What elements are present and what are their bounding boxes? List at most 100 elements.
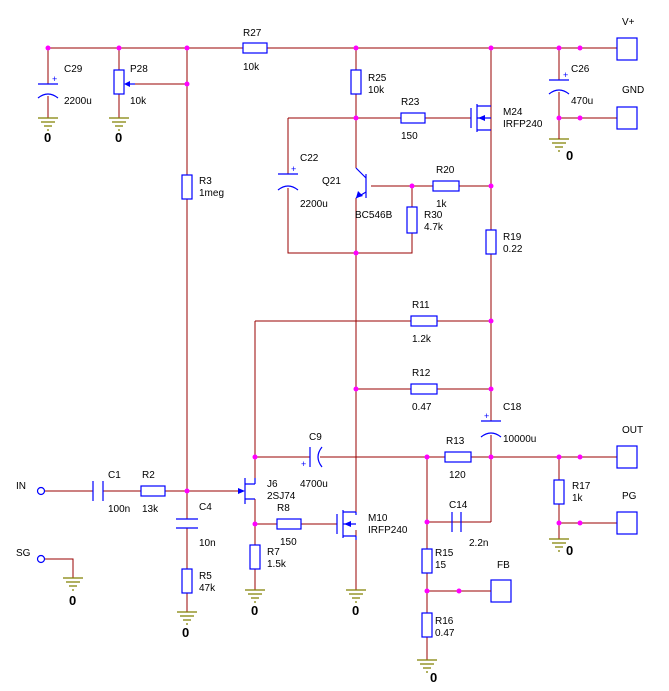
label-m24-value: IRFP240 [503, 119, 543, 130]
ground-labels: 0 0 0 0 0 0 0 0 0 [44, 130, 573, 685]
port-vplus-box [616, 37, 638, 61]
label-m10-ref: M10 [368, 513, 388, 524]
mosfet-m10 [336, 510, 357, 540]
label-r27-ref: R27 [243, 28, 262, 39]
svg-text:0: 0 [251, 603, 258, 618]
c26-polarity: + [563, 70, 568, 80]
port-fb-box [490, 579, 512, 603]
resistors [140, 42, 565, 638]
resistor-r16 [421, 612, 433, 638]
resistor-r17 [553, 479, 565, 505]
label-r5-ref: R5 [199, 571, 212, 582]
label-r25-value: 10k [368, 85, 385, 96]
resistor-r27 [242, 42, 268, 54]
resistor-r25 [350, 69, 362, 95]
label-r19-ref: R19 [503, 232, 522, 243]
component-labels: R27 10k C29 2200u P28 10k R3 1meg R25 10… [64, 28, 593, 639]
ground-symbol [63, 577, 83, 591]
label-r13-ref: R13 [446, 436, 465, 447]
label-c26-ref: C26 [571, 64, 590, 75]
resistor-r7 [249, 544, 261, 570]
port-gnd-box [616, 106, 638, 130]
label-r20-ref: R20 [436, 165, 455, 176]
resistor-r23 [400, 112, 426, 124]
label-c18-value: 10000u [503, 434, 536, 445]
jfet-j6 [238, 478, 256, 504]
ground-symbol [177, 611, 197, 625]
ground-symbol [38, 117, 58, 131]
label-r8-value: 150 [280, 537, 297, 548]
label-c29-ref: C29 [64, 64, 83, 75]
resistor-r20 [432, 180, 460, 192]
label-c14-value: 2.2n [469, 538, 488, 549]
label-c4-ref: C4 [199, 502, 212, 513]
label-r12-value: 0.47 [412, 402, 432, 413]
label-r16-value: 0.47 [435, 628, 455, 639]
port-pg-box [616, 511, 638, 535]
capacitor-c4 [176, 518, 198, 529]
capacitor-c18 [480, 420, 502, 438]
label-c9-value: 4700u [300, 479, 328, 490]
label-c1-ref: C1 [108, 470, 121, 481]
c29-polarity: + [52, 74, 57, 84]
svg-text:0: 0 [115, 130, 122, 145]
c18-polarity: + [484, 411, 489, 421]
capacitor-c1 [92, 481, 104, 501]
ground-symbol [245, 589, 265, 603]
label-r11-ref: R11 [412, 300, 430, 311]
label-j6-value: 2SJ74 [267, 491, 296, 502]
ports: V+ GND OUT PG FB IN SG [16, 17, 644, 603]
svg-text:0: 0 [182, 625, 189, 640]
resistor-r3 [181, 174, 193, 200]
label-r19-value: 0.22 [503, 244, 523, 255]
resistor-r15 [421, 548, 433, 574]
label-r27-value: 10k [243, 62, 260, 73]
junction-nodes [45, 45, 583, 594]
label-c9-ref: C9 [309, 432, 322, 443]
label-r3-value: 1meg [199, 188, 224, 199]
svg-text:0: 0 [44, 130, 51, 145]
label-p28-ref: P28 [130, 64, 148, 75]
port-pg-label: PG [622, 491, 637, 502]
label-r8-ref: R8 [277, 503, 290, 514]
capacitors: + + + + + [37, 70, 570, 532]
port-vplus-label: V+ [622, 17, 635, 28]
label-r13-value: 120 [449, 470, 466, 481]
label-r15-ref: R15 [435, 548, 454, 559]
svg-text:0: 0 [69, 593, 76, 608]
port-gnd-label: GND [622, 85, 644, 96]
label-r30-ref: R30 [424, 210, 443, 221]
label-r17-ref: R17 [572, 481, 591, 492]
label-c22-ref: C22 [300, 153, 319, 164]
port-in-label: IN [16, 481, 26, 492]
resistor-r12 [410, 383, 438, 395]
label-m24-ref: M24 [503, 107, 523, 118]
resistor-r8 [276, 518, 302, 530]
label-r5-value: 47k [199, 583, 216, 594]
capacitor-c26 [548, 79, 570, 95]
grounds [38, 117, 569, 673]
label-c26-value: 470u [571, 96, 593, 107]
svg-text:0: 0 [430, 670, 437, 685]
label-r23-value: 150 [401, 131, 418, 142]
label-m10-value: IRFP240 [368, 525, 408, 536]
label-r17-value: 1k [572, 493, 584, 504]
label-c14-ref: C14 [449, 500, 468, 511]
label-q21-value: BC546B [355, 210, 393, 221]
svg-text:0: 0 [566, 148, 573, 163]
label-r16-ref: R16 [435, 616, 454, 627]
resistor-r19 [485, 229, 497, 255]
resistor-r11 [410, 315, 438, 327]
bjt-q21 [355, 167, 367, 199]
label-q21-ref: Q21 [322, 176, 341, 187]
label-r15-value: 15 [435, 560, 447, 571]
svg-text:0: 0 [566, 543, 573, 558]
label-r7-value: 1.5k [267, 559, 287, 570]
resistor-r13 [444, 451, 472, 463]
mosfet-m24 [470, 104, 491, 132]
label-r30-value: 4.7k [424, 222, 444, 233]
c9-polarity: + [301, 459, 306, 469]
label-j6-ref: J6 [267, 479, 278, 490]
